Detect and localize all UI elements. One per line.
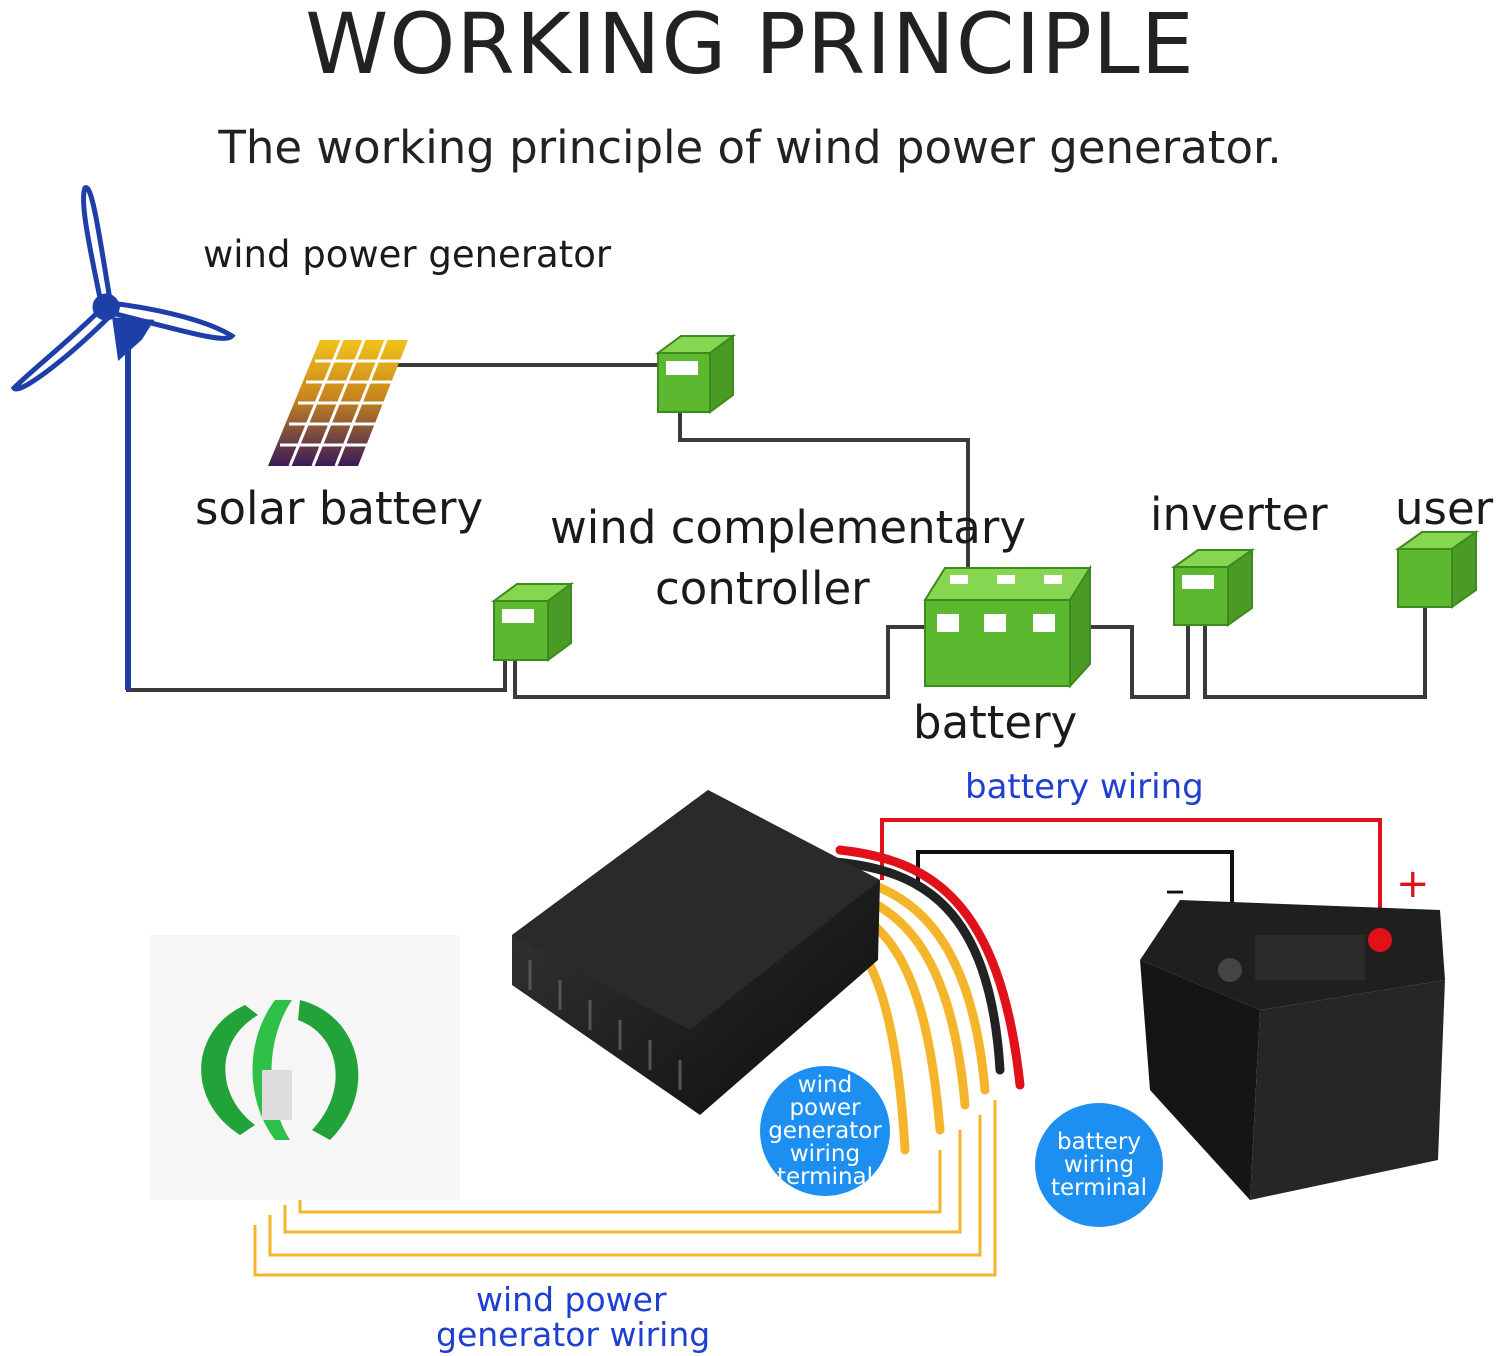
lantern-turbine-icon: [150, 935, 460, 1200]
car-battery-icon: [1140, 900, 1445, 1200]
positive-terminal-label: +: [1396, 861, 1430, 907]
badge-line: generator: [768, 1117, 882, 1144]
inverter-box-icon: [1170, 548, 1256, 627]
wind-generator-label: wind power generator: [203, 233, 612, 276]
badge-line: power: [789, 1094, 861, 1121]
solar-battery-label: solar battery: [195, 482, 484, 535]
wind-controller-device-icon: [512, 790, 880, 1115]
generator-terminal-badge: wind power generator wiring terminal: [760, 1066, 890, 1196]
badge-line: wind: [797, 1071, 853, 1098]
negative-terminal-label: –: [1165, 867, 1185, 913]
battery-terminal-badge: battery wiring terminal: [1035, 1103, 1163, 1227]
badge-line: wiring: [1063, 1151, 1135, 1178]
page-subtitle: The working principle of wind power gene…: [218, 121, 1282, 174]
badge-line: battery: [1057, 1128, 1141, 1155]
wind-turbine-icon: [10, 185, 236, 690]
battery-wiring-label: battery wiring: [965, 767, 1204, 807]
battery-label: battery: [913, 696, 1078, 749]
generator-wiring-lines: [253, 1100, 997, 1277]
controller-label-line2: controller: [655, 562, 870, 615]
generator-wiring-label-line2: generator wiring: [436, 1315, 711, 1354]
solar-panel-icon: [268, 339, 408, 467]
page-title: WORKING PRINCIPLE: [305, 0, 1195, 93]
badge-line: terminal: [776, 1163, 874, 1190]
battery-positive-wire: [880, 818, 1382, 935]
generator-box-icon: [490, 582, 575, 662]
user-label: user: [1395, 482, 1494, 535]
inverter-label: inverter: [1150, 488, 1328, 541]
battery-box-icon: [923, 564, 1092, 689]
badge-line: terminal: [1050, 1174, 1148, 1201]
generator-wiring-label-line1: wind power: [476, 1280, 667, 1319]
user-box-icon: [1394, 530, 1480, 609]
badge-line: wiring: [789, 1140, 861, 1167]
controller-box-icon: [654, 334, 737, 414]
controller-label-line1: wind complementary: [550, 501, 1026, 554]
